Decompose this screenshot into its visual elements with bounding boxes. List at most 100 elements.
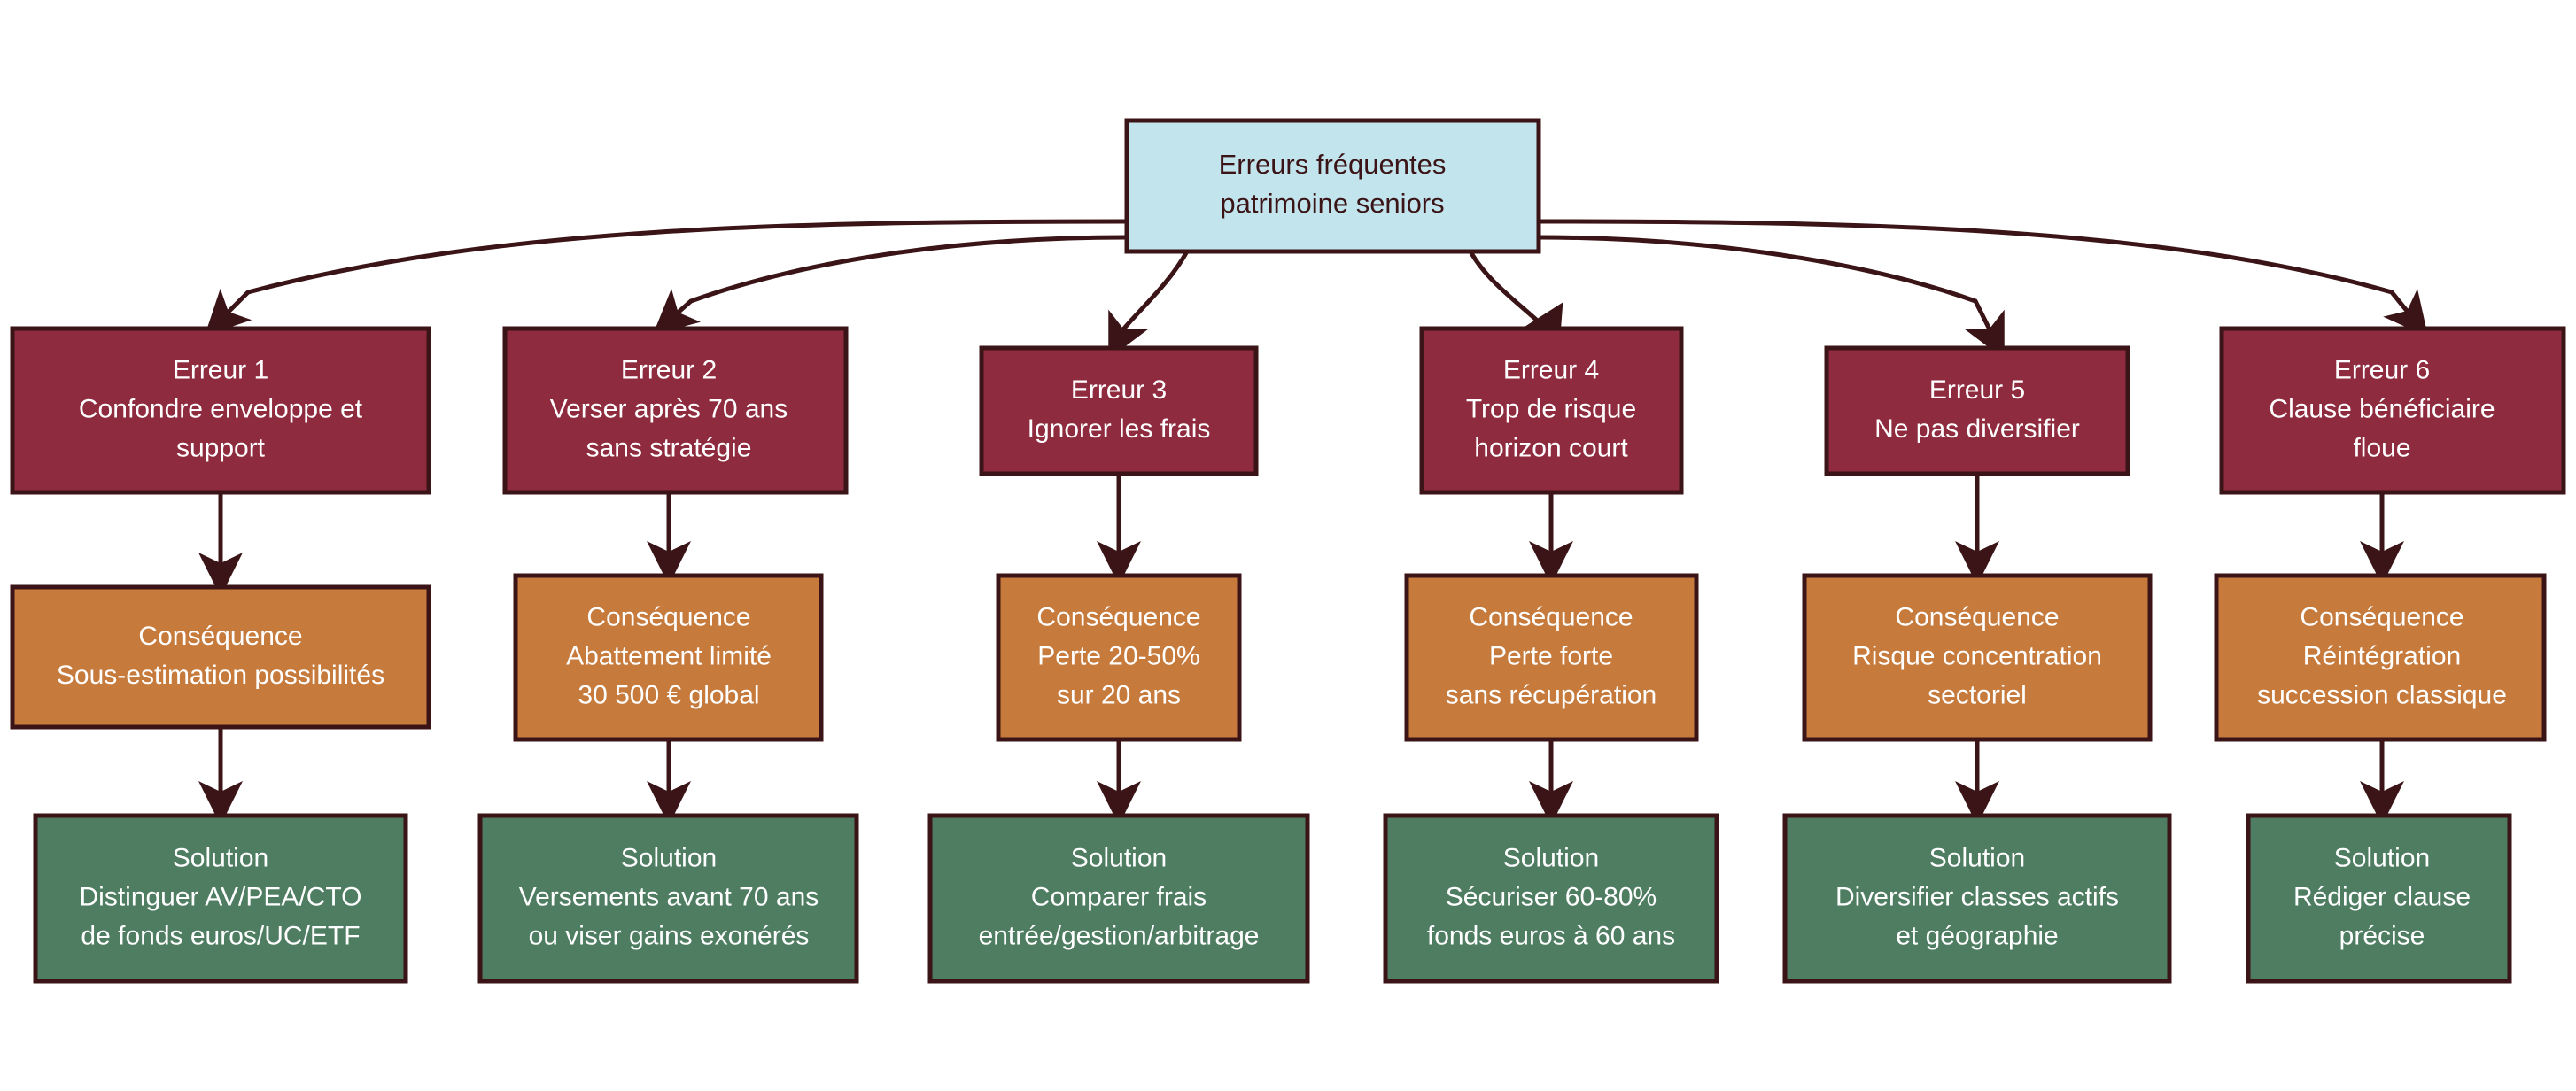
error-node-3-line2: Ignorer les frais (1028, 414, 1211, 444)
edge-root-to-error-2 (652, 235, 1128, 335)
error-node-1-line1: Erreur 1 (173, 355, 268, 384)
solution-node-4-line3: fonds euros à 60 ans (1427, 921, 1675, 950)
consequence-node-2[interactable]: Conséquence Abattement limité 30 500 € g… (513, 573, 824, 742)
error-node-1[interactable]: Erreur 1 Confondre enveloppe et support (10, 326, 431, 495)
solution-node-1-line1: Solution (173, 843, 268, 872)
solution-node-5[interactable]: Solution Diversifier classes actifs et g… (1782, 813, 2172, 984)
solution-node-5-line2: Diversifier classes actifs (1835, 882, 2119, 911)
solution-node-3-line2: Comparer frais (1031, 882, 1207, 911)
consequence-node-1-box[interactable] (10, 584, 431, 730)
error-node-6-line2: Clause bénéficiaire (2269, 394, 2495, 423)
consequence-node-5-line3: sectoriel (1928, 680, 2027, 709)
consequence-node-2-line2: Abattement limité (566, 641, 772, 670)
solution-node-6-line1: Solution (2334, 843, 2430, 872)
solution-node-4-line2: Sécuriser 60-80% (1446, 882, 1657, 911)
consequence-node-6[interactable]: Conséquence Réintégration succession cla… (2214, 573, 2547, 742)
solution-node-3-box[interactable] (927, 813, 1310, 984)
solution-node-2-line2: Versements avant 70 ans (519, 882, 819, 911)
consequence-node-3-line1: Conséquence (1036, 602, 1200, 631)
error-node-4-line3: horizon court (1474, 433, 1628, 462)
error-node-6-line1: Erreur 6 (2334, 355, 2430, 384)
error-node-2-line3: sans stratégie (586, 433, 752, 462)
error-node-5[interactable]: Erreur 5 Ne pas diversifier (1824, 345, 2130, 476)
solution-node-3[interactable]: Solution Comparer frais entrée/gestion/a… (927, 813, 1310, 984)
solution-node-3-line3: entrée/gestion/arbitrage (979, 921, 1260, 950)
solution-node-2-line3: ou viser gains exonérés (529, 921, 810, 950)
branch-1: Erreur 1 Confondre enveloppe et support … (10, 326, 431, 984)
solution-node-5-line3: et géographie (1896, 921, 2059, 950)
edge-root-to-error-6 (1538, 219, 2429, 337)
consequence-node-3-box[interactable] (996, 573, 1242, 742)
root-node-line1: Erreurs fréquentes (1219, 149, 1447, 180)
consequence-node-2-line3: 30 500 € global (578, 680, 759, 709)
consequence-node-5-line2: Risque concentration (1852, 641, 2102, 670)
solution-node-4[interactable]: Solution Sécuriser 60-80% fonds euros à … (1383, 813, 1719, 984)
consequence-node-3[interactable]: Conséquence Perte 20-50% sur 20 ans (996, 573, 1242, 742)
branch-4: Erreur 4 Trop de risque horizon court Co… (1383, 326, 1719, 984)
error-node-2-line1: Erreur 2 (621, 355, 717, 384)
error-node-3[interactable]: Erreur 3 Ignorer les frais (979, 345, 1259, 476)
consequence-node-6-box[interactable] (2214, 573, 2547, 742)
consequence-node-4-line1: Conséquence (1469, 602, 1633, 631)
error-node-5-box[interactable] (1824, 345, 2130, 476)
consequence-node-2-line1: Conséquence (586, 602, 750, 631)
consequence-node-5-box[interactable] (1802, 573, 2153, 742)
error-node-2-line2: Verser après 70 ans (550, 394, 788, 423)
solution-node-5-box[interactable] (1782, 813, 2172, 984)
edge-root-to-error-3 (1108, 250, 1190, 360)
error-node-6[interactable]: Erreur 6 Clause bénéficiaire floue (2219, 326, 2566, 495)
error-node-4-line2: Trop de risque (1466, 394, 1636, 423)
solution-node-4-line1: Solution (1503, 843, 1599, 872)
error-node-1-line2: Confondre enveloppe et (79, 394, 363, 423)
consequence-node-5[interactable]: Conséquence Risque concentration sectori… (1802, 573, 2153, 742)
solution-node-3-line1: Solution (1071, 843, 1167, 872)
consequence-node-6-line3: succession classique (2257, 680, 2507, 709)
branch-5: Erreur 5 Ne pas diversifier Conséquence … (1782, 345, 2172, 984)
consequence-node-6-line1: Conséquence (2300, 602, 2463, 631)
consequence-node-6-line2: Réintégration (2303, 641, 2461, 670)
solution-node-4-box[interactable] (1383, 813, 1719, 984)
solution-node-6-box[interactable] (2246, 813, 2512, 984)
solution-node-6-line3: précise (2339, 921, 2425, 950)
consequence-node-3-line2: Perte 20-50% (1037, 641, 1199, 670)
edge-root-to-error-5 (1538, 235, 2005, 360)
error-node-1-line3: support (176, 433, 266, 462)
error-node-5-line1: Erreur 5 (1929, 375, 2025, 405)
consequence-node-1[interactable]: Conséquence Sous-estimation possibilités (10, 584, 431, 730)
error-node-2-box[interactable] (502, 326, 849, 495)
solution-node-2[interactable]: Solution Versements avant 70 ans ou vise… (477, 813, 859, 984)
solution-node-5-line1: Solution (1929, 843, 2025, 872)
root-node-line2: patrimoine seniors (1220, 188, 1444, 219)
consequence-node-4[interactable]: Conséquence Perte forte sans récupératio… (1404, 573, 1699, 742)
solution-node-6-line2: Rédiger clause (2293, 882, 2471, 911)
root-node[interactable]: Erreurs fréquentes patrimoine seniors (1124, 118, 1541, 254)
solution-node-1-line2: Distinguer AV/PEA/CTO (79, 882, 361, 911)
consequence-node-3-line3: sur 20 ans (1057, 680, 1181, 709)
solution-node-6[interactable]: Solution Rédiger clause précise (2246, 813, 2512, 984)
error-node-6-box[interactable] (2219, 326, 2566, 495)
consequence-node-4-box[interactable] (1404, 573, 1699, 742)
branch-2: Erreur 2 Verser après 70 ans sans straté… (477, 326, 859, 984)
consequence-node-1-line2: Sous-estimation possibilités (57, 661, 384, 690)
root-node-box[interactable] (1124, 118, 1541, 254)
branch-3: Erreur 3 Ignorer les frais Conséquence P… (927, 345, 1310, 984)
error-node-4-line1: Erreur 4 (1503, 355, 1599, 384)
solution-node-2-box[interactable] (477, 813, 859, 984)
consequence-node-5-line1: Conséquence (1895, 602, 2059, 631)
error-node-5-line2: Ne pas diversifier (1874, 414, 2080, 444)
error-node-6-line3: floue (2353, 433, 2410, 462)
error-node-4[interactable]: Erreur 4 Trop de risque horizon court (1419, 326, 1684, 495)
solution-node-1-box[interactable] (33, 813, 408, 984)
consequence-node-1-line1: Conséquence (138, 622, 302, 651)
branch-6: Erreur 6 Clause bénéficiaire floue Consé… (2214, 326, 2566, 984)
edge-root-to-error-4 (1468, 250, 1563, 352)
error-node-3-line1: Erreur 3 (1071, 375, 1167, 405)
edge-root-to-error-1 (205, 219, 1128, 336)
solution-node-1[interactable]: Solution Distinguer AV/PEA/CTO de fonds … (33, 813, 408, 984)
solution-node-1-line3: de fonds euros/UC/ETF (81, 921, 360, 950)
error-node-2[interactable]: Erreur 2 Verser après 70 ans sans straté… (502, 326, 849, 495)
error-node-4-box[interactable] (1419, 326, 1684, 495)
root-to-error-edges (205, 219, 2429, 360)
error-node-3-box[interactable] (979, 345, 1259, 476)
